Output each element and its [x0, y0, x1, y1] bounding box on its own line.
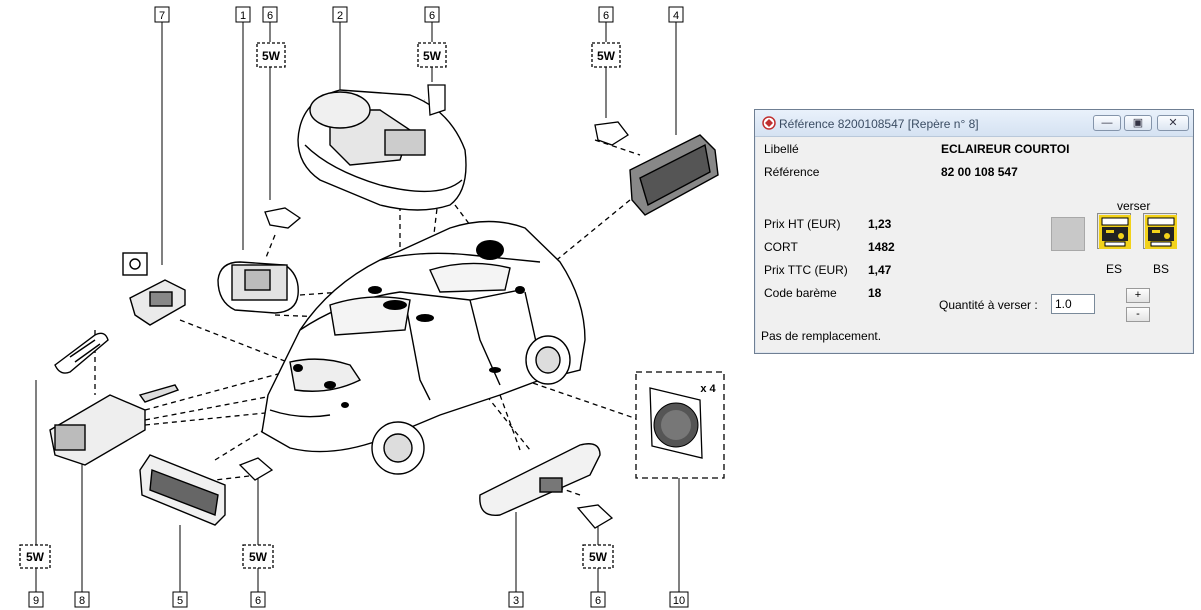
libelle-value: ECLAIREUR COURTOI	[941, 142, 1070, 156]
callout-1: 1	[240, 10, 246, 22]
callout-5: 5	[177, 595, 183, 607]
cort-value: 1482	[868, 240, 895, 254]
reference-window: Référence 8200108547 [Repère n° 8] — ▣ ✕…	[754, 109, 1194, 354]
callout-6: 6	[603, 10, 609, 22]
code-bareme-label: Code barème	[764, 286, 837, 300]
prix-ht-value: 1,23	[868, 217, 892, 231]
bulb-rating-label: 5W	[597, 49, 616, 63]
window-title: Référence 8200108547 [Repère n° 8]	[779, 117, 979, 131]
callout-4: 4	[673, 10, 679, 22]
es-print-button[interactable]	[1097, 213, 1131, 249]
app-logo-icon	[762, 116, 776, 130]
parts-diagram: 7 1 6 2 6 6 4 9 8 5 6 3 6 10 5W 5W 5W 5W…	[19, 6, 725, 608]
callout-8: 8	[79, 595, 85, 607]
bs-print-button[interactable]	[1143, 213, 1177, 249]
close-button[interactable]: ✕	[1157, 115, 1189, 131]
callout-10: 10	[673, 595, 685, 607]
color-swatch	[1051, 217, 1085, 251]
bulb-rating-label: 5W	[589, 550, 608, 564]
window-titlebar[interactable]: Référence 8200108547 [Repère n° 8] — ▣ ✕	[755, 110, 1193, 137]
printer-icon	[1099, 215, 1131, 249]
es-label: ES	[1106, 262, 1123, 276]
reference-label: Référence	[764, 165, 820, 179]
callout-3: 3	[513, 595, 519, 607]
close-icon: ✕	[1168, 117, 1178, 129]
prix-ht-label: Prix HT (EUR)	[764, 217, 841, 231]
quantite-label: Quantité à verser :	[939, 298, 1038, 312]
quantity-input[interactable]	[1051, 294, 1095, 314]
footer-message: Pas de remplacement.	[761, 329, 882, 343]
bulb-rating-label: 5W	[262, 49, 281, 63]
quantity-marker: x 4	[700, 383, 716, 395]
bulb-rating-label: 5W	[26, 550, 45, 564]
bulb-rating-label: 5W	[249, 550, 268, 564]
decrement-button[interactable]: -	[1126, 307, 1150, 322]
bs-label: BS	[1153, 262, 1170, 276]
callout-2: 2	[337, 10, 343, 22]
callout-6: 6	[595, 595, 601, 607]
callout-6: 6	[267, 10, 273, 22]
maximize-icon: ▣	[1132, 117, 1144, 129]
code-bareme-value: 18	[868, 286, 882, 300]
verser-label: verser	[1117, 199, 1151, 213]
prix-ttc-label: Prix TTC (EUR)	[764, 263, 848, 277]
cort-label: CORT	[764, 240, 798, 254]
callout-6: 6	[429, 10, 435, 22]
minimize-icon: —	[1101, 117, 1113, 129]
maximize-button[interactable]: ▣	[1124, 115, 1152, 131]
callout-7: 7	[159, 10, 165, 22]
bulb-rating-label: 5W	[423, 49, 442, 63]
increment-button[interactable]: +	[1126, 288, 1150, 303]
callout-6: 6	[255, 595, 261, 607]
printer-icon	[1145, 215, 1177, 249]
reference-value: 82 00 108 547	[941, 165, 1018, 179]
prix-ttc-value: 1,47	[868, 263, 892, 277]
libelle-label: Libellé	[764, 142, 799, 156]
minimize-button[interactable]: —	[1093, 115, 1121, 131]
callout-9: 9	[33, 595, 39, 607]
